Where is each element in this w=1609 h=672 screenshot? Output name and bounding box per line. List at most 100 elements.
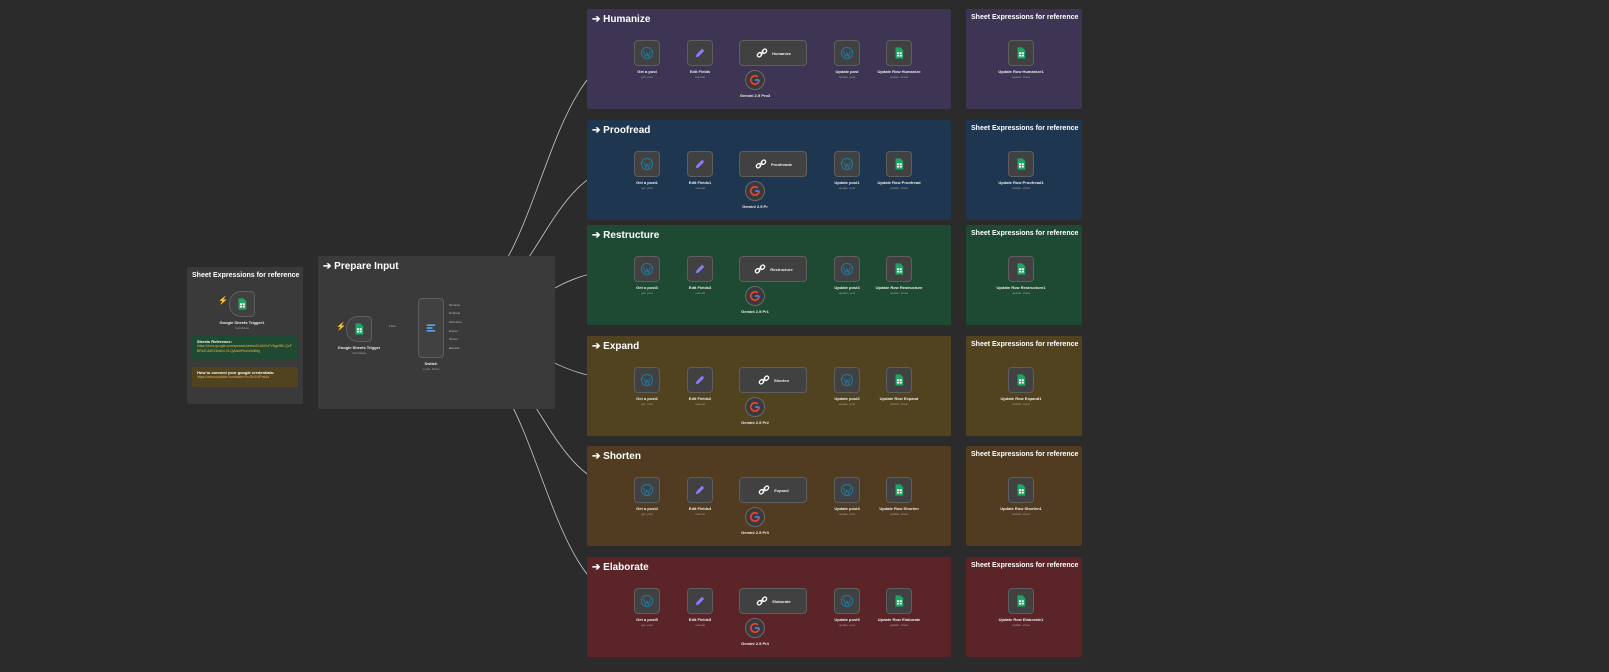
get-post-icon [640,373,654,387]
ai-agent-node[interactable]: Shorten [739,367,807,393]
node-label: Update post2 [834,396,860,401]
node-label: Update Row Proofread1 [998,180,1044,185]
gemini-model-node[interactable]: Gemini 2.5 Pro3 [740,70,770,98]
node-label: Edit Fields1 [688,180,712,185]
switch-output-label: Shorten [449,338,458,341]
gemini-model-node[interactable]: Gemini 2.5 Pr1 [741,286,769,314]
sticky-title: ➔ Shorten [592,451,641,462]
sheets-reference-note: Sheets Reference:https://docs.google.com… [192,336,298,360]
ai-agent-node[interactable]: Elaborate [739,588,807,614]
node-label: Humanize [772,50,791,56]
node-label: Update Row Expand [879,396,919,401]
switch-icon [424,321,438,335]
node-subtitle: rowUpdate [351,351,367,355]
node-subtitle: update: sheet [1011,291,1031,295]
node-label: Google Sheets Trigger [337,345,381,350]
google-gemini-icon [748,289,762,303]
switch-output-label: Proofread [449,312,460,315]
node-subtitle: update: post [838,186,856,190]
ai-agent-node[interactable]: Humanize [739,40,807,66]
gemini-model-node[interactable]: Gemini 2.5 Pr4 [741,618,769,646]
sticky-title: Sheet Expressions for reference [192,272,300,279]
edge-item-count-label: 1 item [389,325,396,328]
update-row-icon [892,483,906,497]
gemini-model-node[interactable]: Gemini 2.5 Pr3 [741,507,769,535]
node-label: Update Row Shorten1 [1000,506,1042,511]
node-label: Gemini 2.5 Pr1 [741,309,769,314]
sheets-reference-link[interactable]: https://docs.google.com/spreadsheets/d/1… [197,344,292,353]
update-post-icon [840,262,854,276]
node-label: Gemini 2.5 Pr3 [741,530,769,535]
sticky-title: Sheet Expressions for reference [971,125,1079,132]
node-subtitle: update: sheet [1011,186,1031,190]
node-label: Gemini 2.5 Pro3 [739,93,771,98]
ai-agent-node[interactable]: Proofreade [739,151,807,177]
node-subtitle: get: post [641,623,653,627]
edit-fields-icon [693,46,707,60]
sticky-title: ➔ Restructure [592,230,660,241]
google-gemini-icon [748,621,762,635]
node-label: Update post5 [834,617,860,622]
node-label: Gemini 2.5 Pr2 [741,420,769,425]
node-label: Get a post2 [636,396,658,401]
node-label: Get a post1 [636,180,658,185]
node-label: Get a post4 [636,506,658,511]
node-label: Get a post5 [636,617,658,622]
get-post-icon [640,46,654,60]
node-subtitle: update: sheet [889,512,909,516]
ai-agent-node[interactable]: Expand [739,477,807,503]
node-label: Update post1 [834,180,860,185]
node-label: Get a post3 [636,285,658,290]
node-label: Update Row Shorten [879,506,919,511]
node-subtitle: update: sheet [889,186,909,190]
node-subtitle: mode: Rules [422,367,440,371]
howto-heading: How to connect your google credentials: [197,370,275,375]
lightning-icon: ⚡ [218,296,228,305]
node-subtitle: update: post [838,75,856,79]
node-subtitle: manual [695,186,705,190]
update-post-icon [840,483,854,497]
gemini-model-node[interactable]: Gemini 2.5 Pr2 [741,397,769,425]
gemini-model-node[interactable]: Gemini 2.5 Pr [742,181,768,209]
howto-link[interactable]: https://www.youtube.com/watch?v=Sh3UIPrs… [197,375,270,379]
edit-fields-icon [693,262,707,276]
node-subtitle: manual [695,291,705,295]
google-sheets-trigger-icon [352,322,366,336]
ai-agent-node[interactable]: Restructure [739,256,807,282]
node-subtitle: get: post [641,75,653,79]
